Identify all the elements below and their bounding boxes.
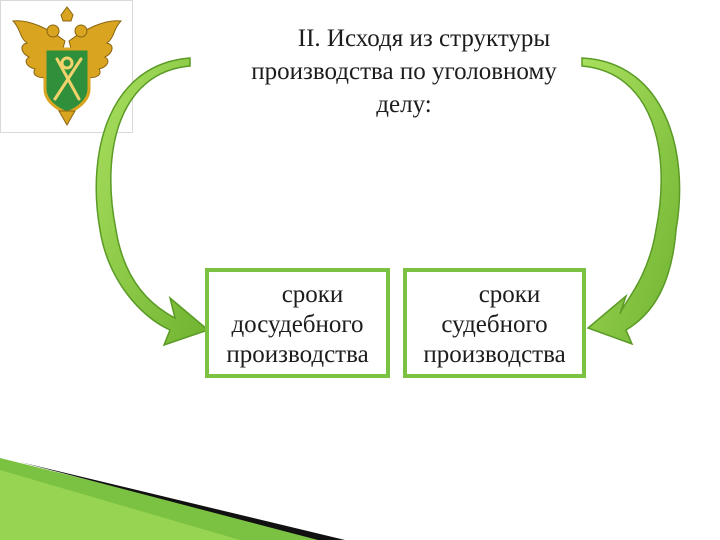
box-right-line-3: производства: [423, 341, 566, 368]
emblem-logo-icon: [0, 0, 133, 133]
trial-period-box: сроки судебного производства: [403, 268, 586, 378]
title-line-2: производства по уголовному: [251, 58, 557, 85]
box-left-line-3: производства: [226, 341, 369, 368]
curved-arrow-left-icon: [95, 57, 210, 347]
light-green-stripe: [0, 470, 240, 540]
box-right-line-1: сроки: [478, 281, 541, 308]
black-stripe: [20, 462, 345, 540]
pretrial-period-box: сроки досудебного производства: [205, 268, 390, 378]
title-line-3: делу:: [376, 91, 432, 118]
box-left-line-1: сроки: [281, 281, 344, 308]
box-left-line-2: досудебного: [231, 311, 364, 338]
title-line-1: II. Исходя из структуры: [297, 25, 551, 52]
slide-title: II. Исходя из структуры производства по …: [214, 22, 594, 121]
curved-arrow-right-icon: [581, 57, 681, 346]
box-right-line-2: судебного: [441, 311, 548, 338]
